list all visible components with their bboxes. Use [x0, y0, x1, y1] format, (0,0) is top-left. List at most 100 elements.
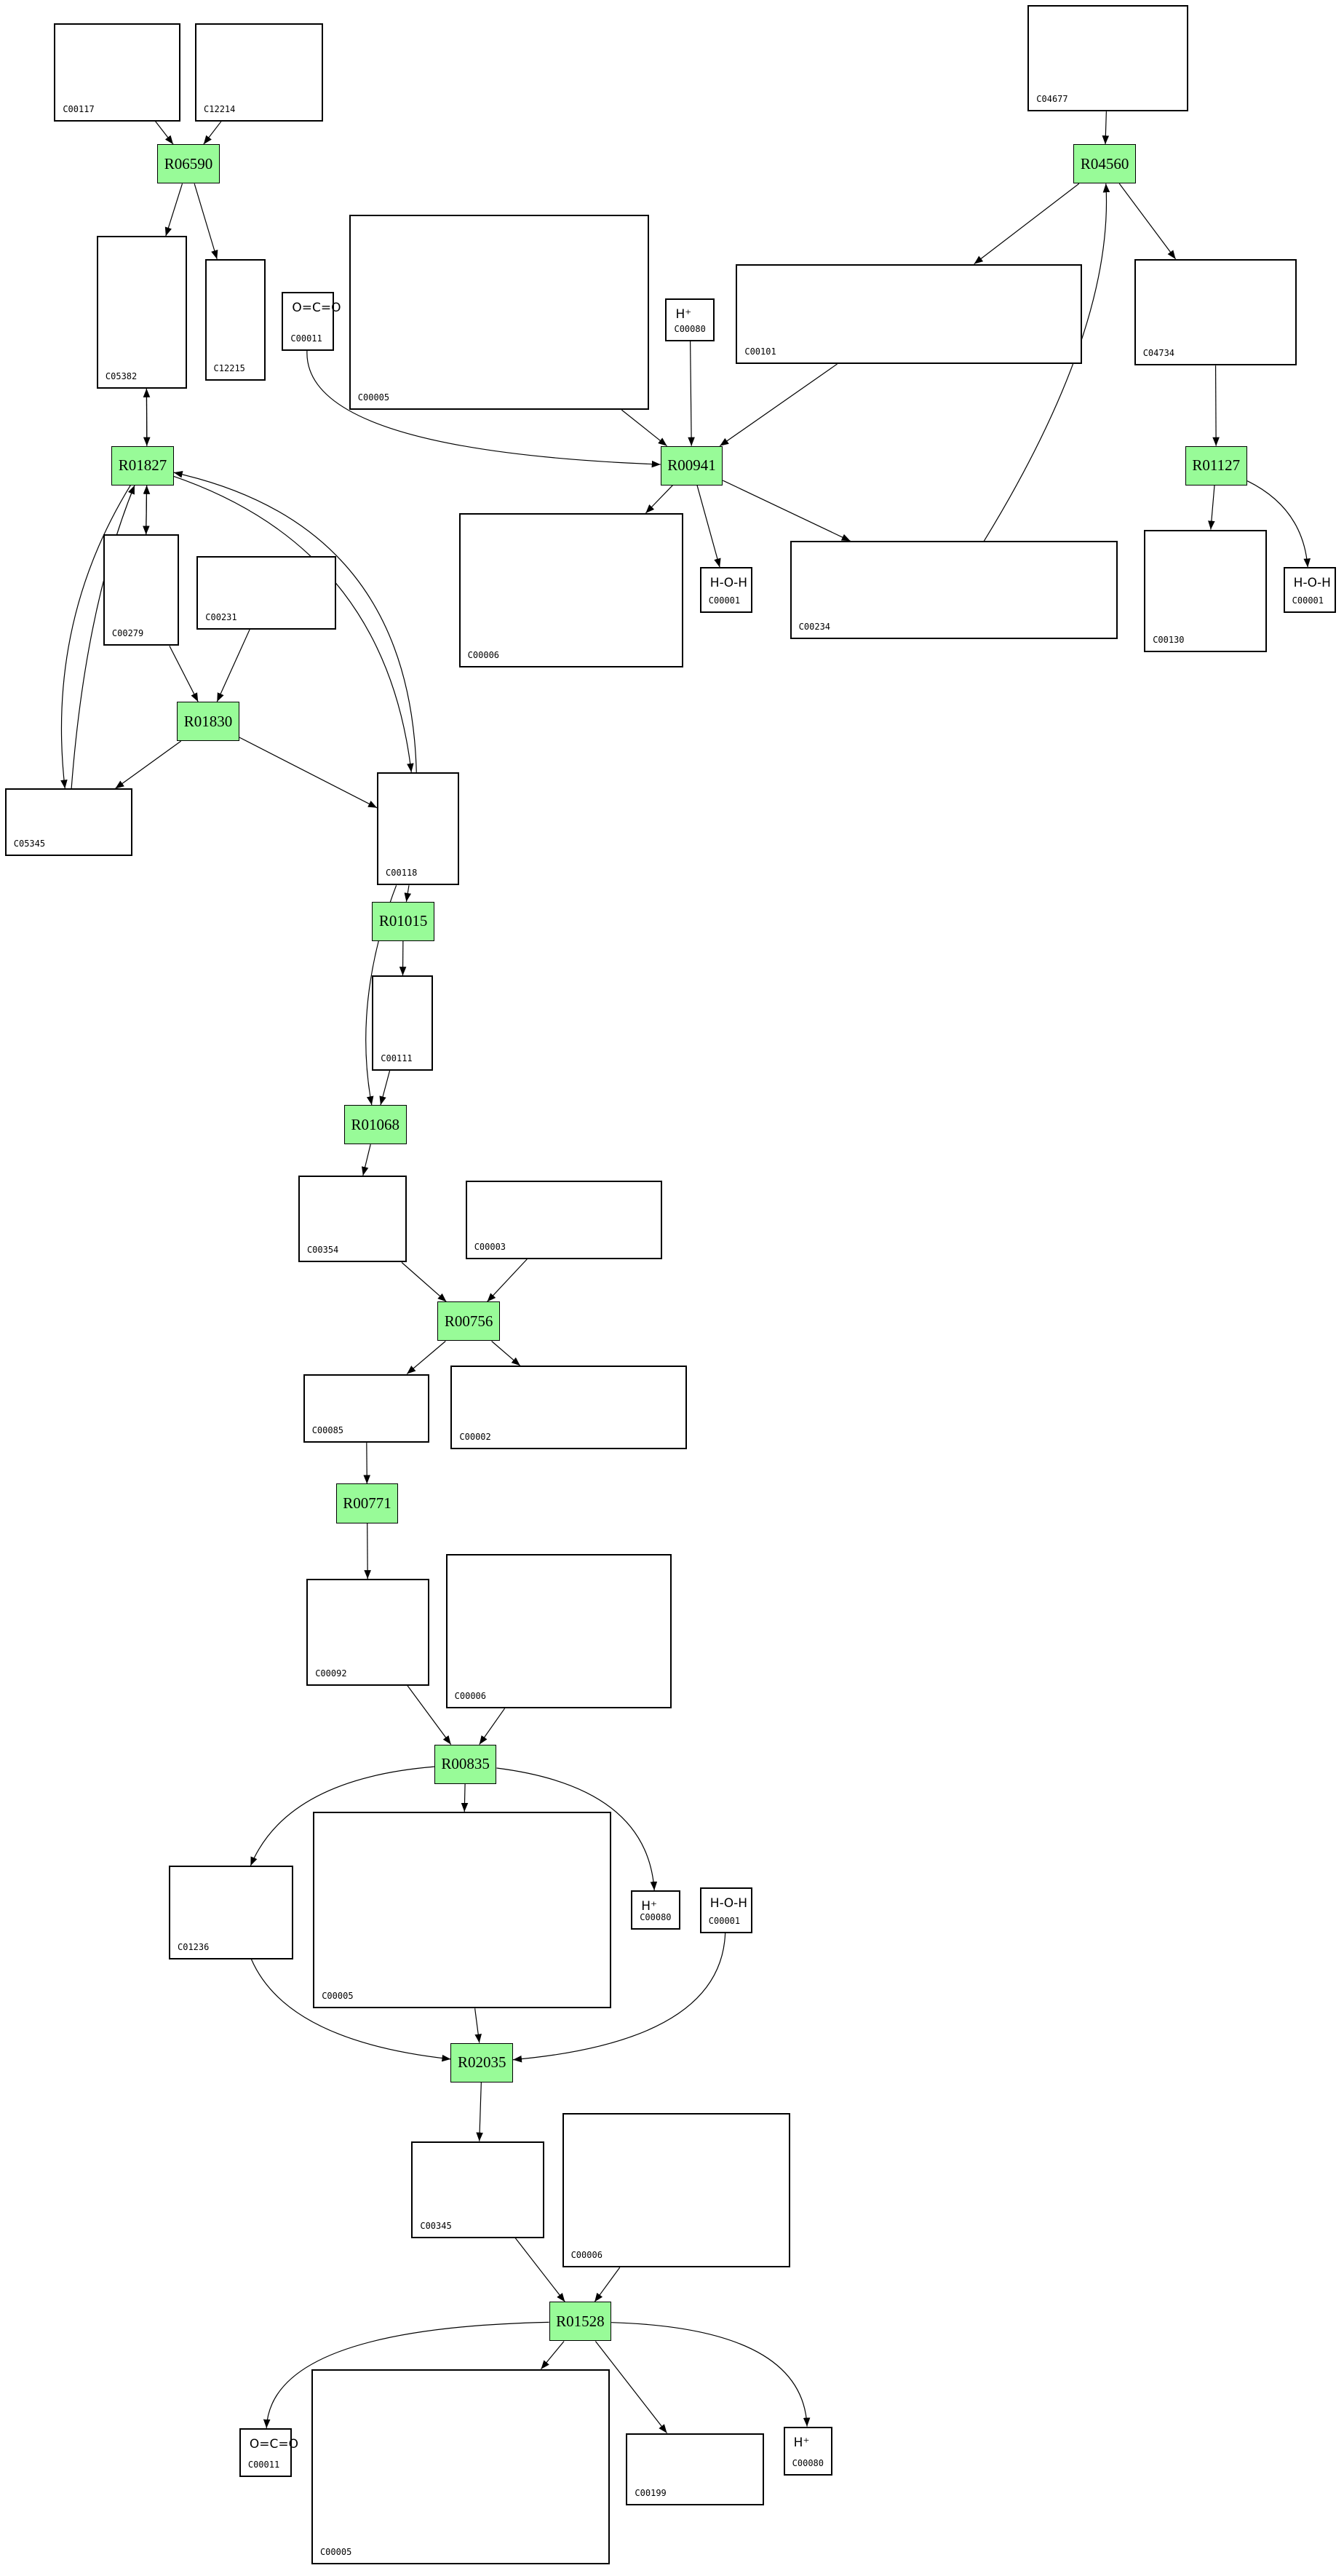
edge-r06590-to-c12215	[194, 183, 218, 260]
compound-node-c12215[interactable]: C12215	[204, 258, 266, 381]
compound-id-label: C00085	[311, 1425, 344, 1436]
compound-id-label: C04677	[1036, 94, 1068, 105]
compound-id-label: C00234	[798, 622, 831, 633]
edge-r00835-to-c00080_b	[496, 1767, 658, 1891]
compound-id-label: C00011	[247, 2460, 280, 2470]
reaction-node-r06590[interactable]: R06590	[157, 144, 220, 184]
compound-node-c04734[interactable]: C04734	[1134, 258, 1297, 366]
compound-formula: O=C=O	[249, 2436, 298, 2452]
compound-node-c00092[interactable]: C00092	[306, 1579, 430, 1686]
compound-id-label: C00006	[570, 2250, 603, 2261]
edge-r06590-to-c05382	[164, 183, 183, 237]
compound-node-c00117[interactable]: C00117	[54, 23, 180, 122]
reaction-label: R01015	[378, 912, 428, 930]
compound-formula: H⁺	[641, 1899, 657, 1914]
compound-node-c00006[interactable]: C00006	[445, 1554, 672, 1709]
edge-c00001_c-to-r02035	[512, 1933, 726, 2063]
compound-node-c00005[interactable]: C00005	[349, 215, 649, 411]
edge-r01528-to-c00005_c	[541, 2341, 565, 2370]
compound-id-label: C00279	[111, 628, 144, 639]
compound-node-c00006[interactable]: C00006	[562, 2113, 790, 2268]
reaction-node-r00835[interactable]: R00835	[434, 1744, 497, 1784]
edge-r01830-to-c05345	[115, 740, 182, 789]
edge-c00117-to-r06590	[155, 121, 174, 145]
compound-id-label: C00001	[708, 595, 741, 606]
reaction-node-r04560[interactable]: R04560	[1073, 144, 1136, 184]
compound-node-c04677[interactable]: C04677	[1027, 4, 1188, 112]
compound-node-c00005[interactable]: C00005	[311, 2369, 610, 2564]
reaction-node-r01127[interactable]: R01127	[1185, 445, 1248, 486]
compound-node-c01236[interactable]: C01236	[169, 1866, 294, 1959]
compound-node-c00279[interactable]: C00279	[103, 534, 179, 646]
compound-node-c00003[interactable]: C00003	[465, 1180, 662, 1259]
compound-node-c00080[interactable]: H⁺C00080	[783, 2426, 833, 2476]
edge-r01827-to-c05345	[60, 485, 131, 789]
edge-r01827-to-c00118	[173, 475, 414, 772]
edge-c05345-to-r01827	[71, 485, 135, 789]
edge-c00101-to-r00941	[719, 363, 838, 447]
edge-c00092-to-r00835	[407, 1685, 452, 1745]
compound-node-c05382[interactable]: C05382	[96, 236, 187, 389]
compound-id-label: C05382	[105, 370, 138, 381]
reaction-node-r01830[interactable]: R01830	[177, 702, 239, 742]
reaction-node-r02035[interactable]: R02035	[450, 2042, 513, 2082]
compound-id-label: C00003	[474, 1241, 506, 1252]
compound-node-c00011[interactable]: O=C=O C00011	[239, 2428, 298, 2478]
compound-node-c00354[interactable]: C00354	[298, 1175, 407, 1263]
compound-node-c00006[interactable]: C00006	[458, 513, 684, 667]
compound-node-c00345[interactable]: C00345	[411, 2141, 544, 2238]
compound-id-label: C00080	[640, 1912, 672, 1923]
compound-node-c00005[interactable]: C00005	[313, 1811, 612, 2009]
edge-r00941-to-c00001_a	[696, 485, 721, 568]
reaction-node-r01827[interactable]: R01827	[111, 445, 174, 486]
reaction-node-r01015[interactable]: R01015	[372, 901, 434, 941]
compound-node-c00002[interactable]: C00002	[450, 1366, 687, 1450]
reaction-node-r00771[interactable]: R00771	[335, 1483, 399, 1523]
edge-r01068-to-c00354	[361, 1144, 371, 1176]
compound-node-c00085[interactable]: C00085	[303, 1374, 430, 1443]
compound-id-label: C00345	[420, 2220, 452, 2231]
reaction-node-r00756[interactable]: R00756	[437, 1301, 500, 1341]
compound-node-c00118[interactable]: C00118	[377, 772, 459, 886]
compound-id-label: C00101	[744, 346, 776, 357]
edge-c00354-to-r00756	[401, 1261, 447, 1302]
compound-node-c00111[interactable]: C00111	[372, 975, 433, 1071]
compound-node-c00234[interactable]: C00234	[790, 541, 1118, 640]
edge-c12214-to-r06590	[203, 121, 222, 145]
reaction-node-r01528[interactable]: R01528	[549, 2302, 612, 2342]
compound-node-c00130[interactable]: C00130	[1144, 529, 1268, 653]
edge-r01528-to-c00011_b	[263, 2321, 549, 2428]
compound-node-c12214[interactable]: C12214	[195, 23, 323, 122]
reaction-label: R01068	[351, 1115, 400, 1133]
compound-node-c00101[interactable]: C00101	[736, 263, 1082, 365]
compound-node-c05345[interactable]: C05345	[4, 788, 133, 856]
compound-id-label: C01236	[178, 1941, 210, 1952]
compound-id-label: C00001	[708, 1915, 741, 1926]
compound-id-label: C04734	[1142, 348, 1175, 359]
compound-node-c00080[interactable]: H⁺C00080	[665, 298, 715, 341]
compound-formula: H⁺	[675, 306, 692, 322]
edge-r01830-to-c00118	[239, 737, 378, 809]
edge-r00941-to-c00006_a	[645, 485, 673, 514]
edge-r01528-to-c00080_c	[611, 2322, 811, 2427]
compound-id-label: C00005	[357, 392, 390, 403]
edge-c00006_c-to-r01528	[594, 2267, 621, 2302]
edge-c00005_b-to-r02035	[474, 2008, 482, 2043]
reaction-node-r00941[interactable]: R00941	[660, 445, 723, 486]
compound-node-c00080[interactable]: H⁺C00080	[631, 1890, 680, 1930]
reaction-label: R00941	[667, 456, 716, 475]
compound-node-c00199[interactable]: C00199	[626, 2433, 764, 2505]
edge-c00111-to-r01068	[379, 1070, 391, 1106]
edge-r01127-to-c00130	[1208, 485, 1215, 530]
compound-id-label: C00005	[319, 2546, 352, 2557]
compound-formula: H⁺	[793, 2435, 810, 2450]
reaction-label: R01127	[1192, 456, 1241, 475]
compound-id-label: C00354	[306, 1245, 339, 1256]
compound-node-c00231[interactable]: C00231	[196, 555, 336, 630]
reaction-label: R00835	[441, 1755, 490, 1773]
reaction-node-r01068[interactable]: R01068	[344, 1105, 407, 1145]
